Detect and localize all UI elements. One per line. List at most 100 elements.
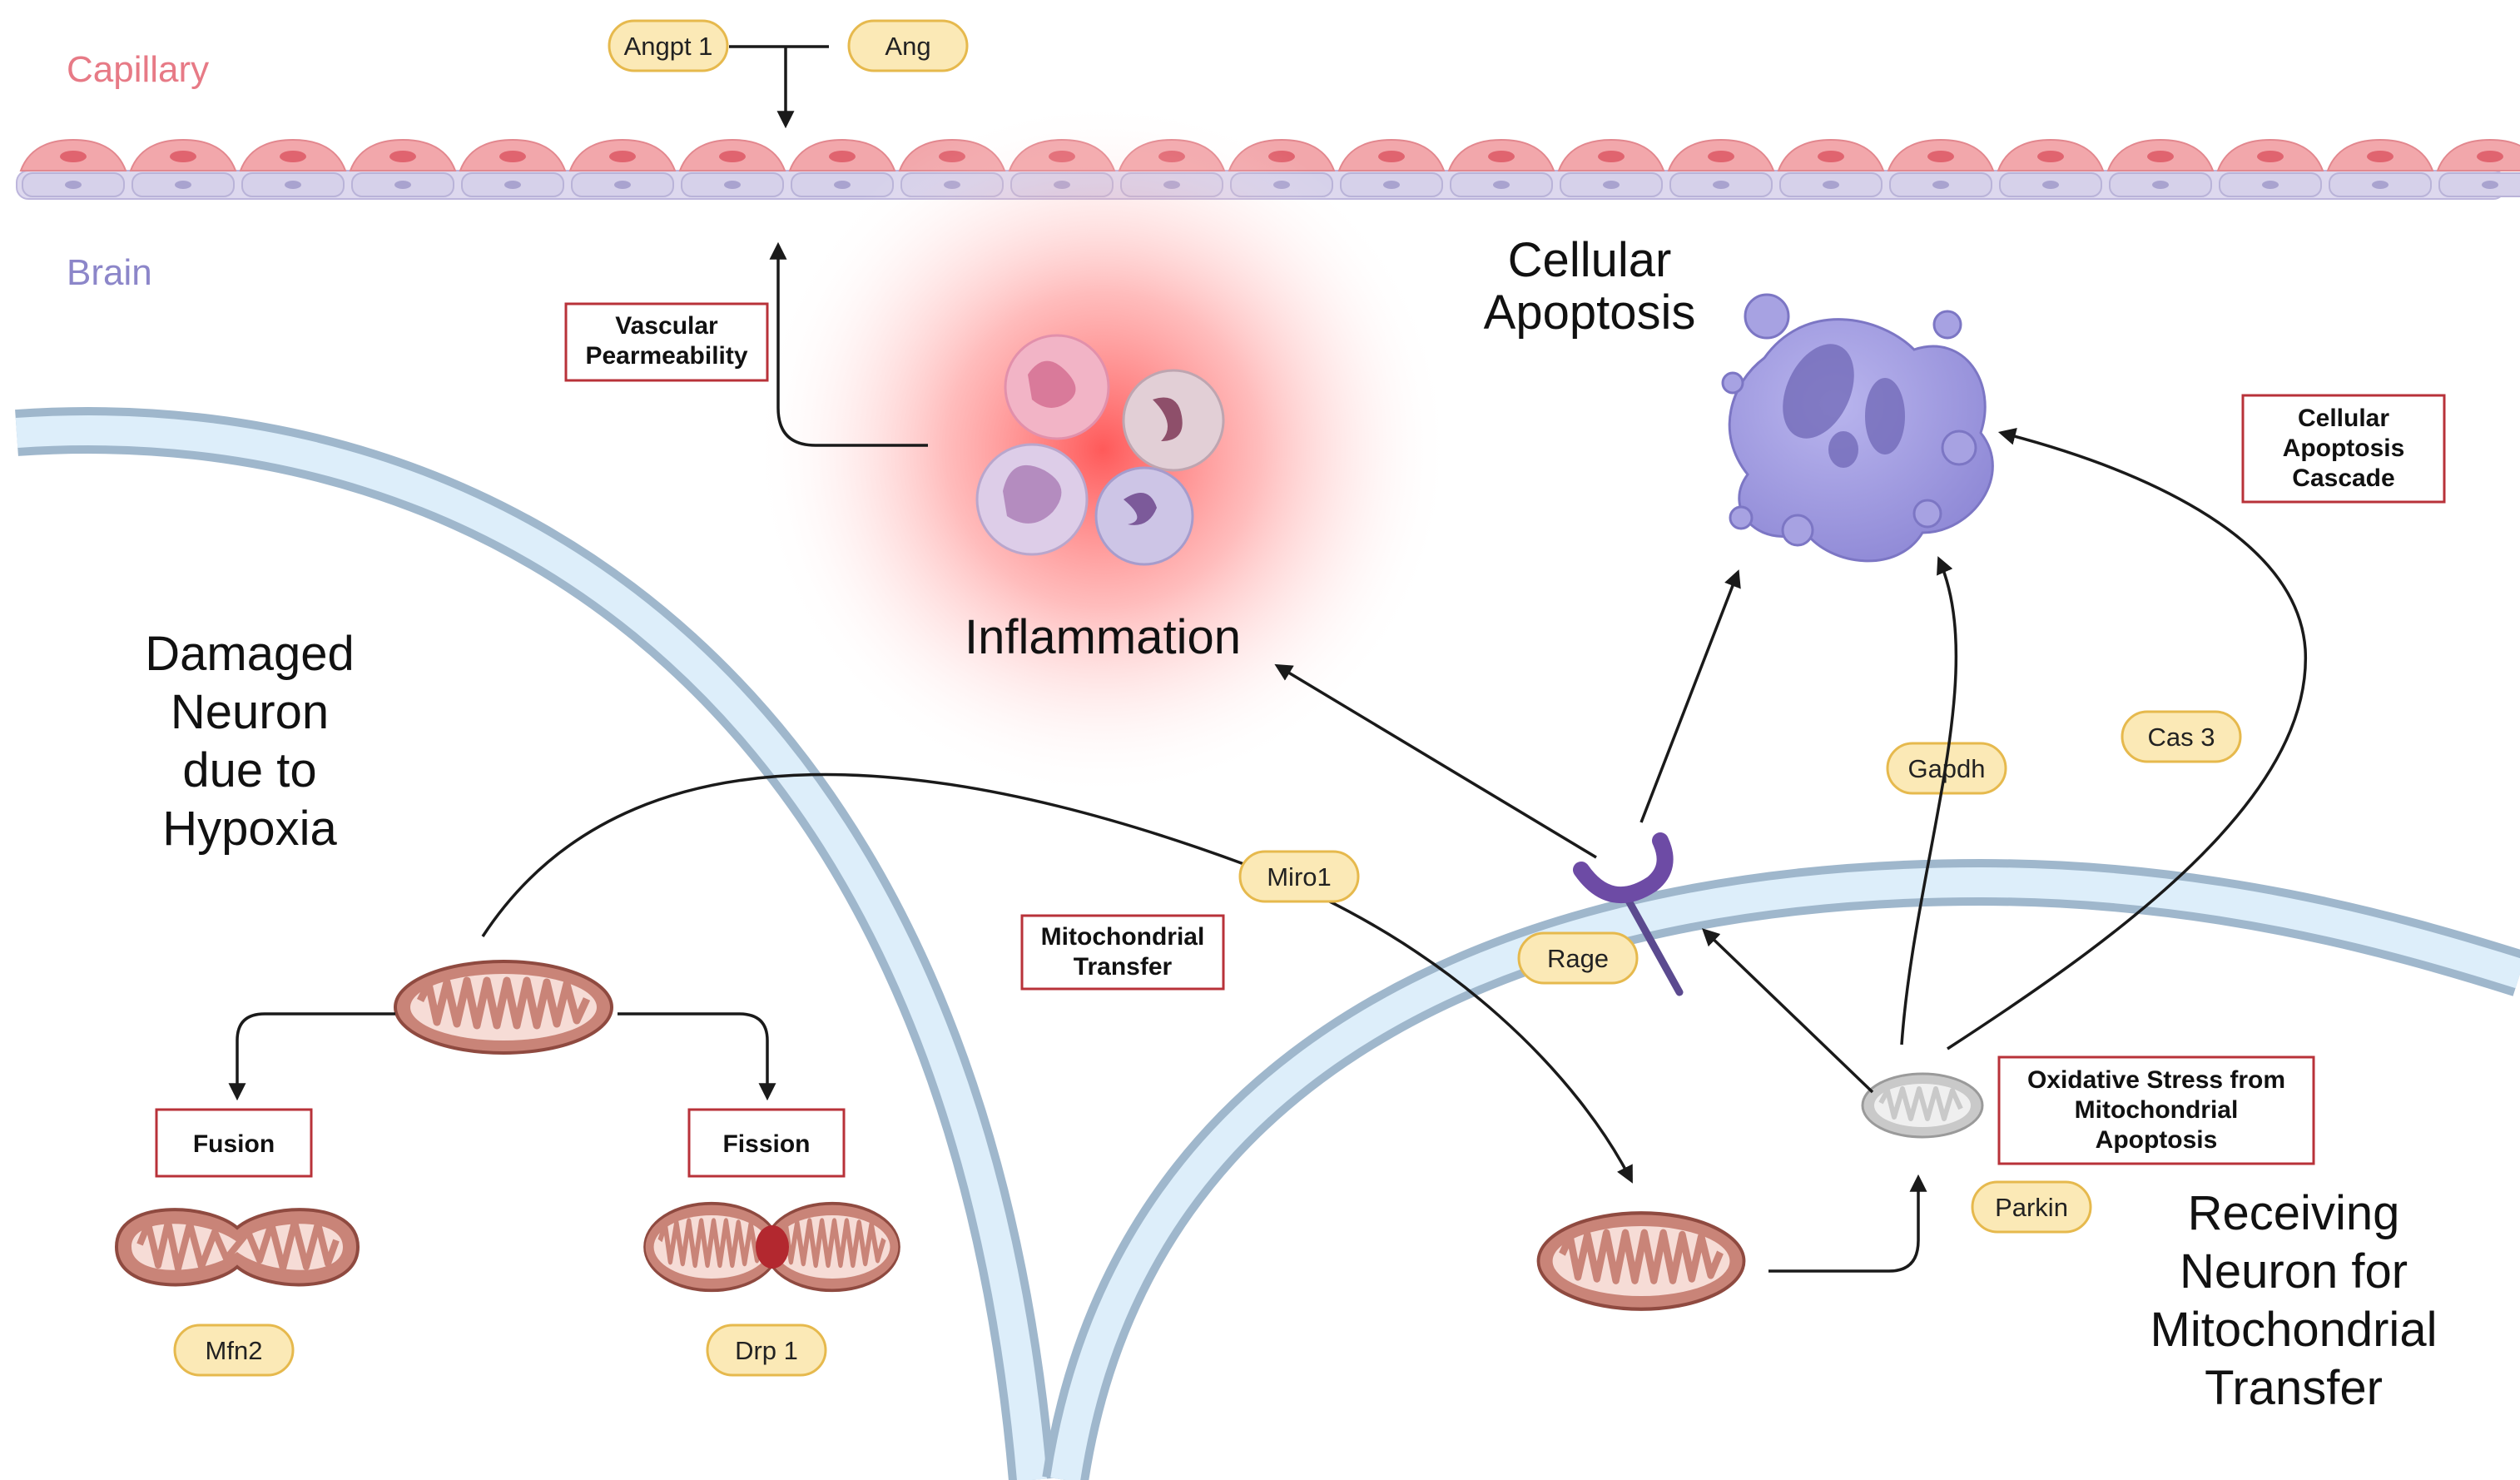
apoptosis-label-line1: Cellular (1508, 233, 1672, 287)
svg-text:Apoptosis: Apoptosis (2283, 435, 2405, 462)
apoptosis-cascade-box: Cellular Apoptosis Cascade (2241, 394, 2446, 504)
svg-text:Cas 3: Cas 3 (2148, 723, 2215, 752)
eosinophil-cell (1094, 466, 1194, 566)
apoptotic-cell (1721, 293, 1994, 563)
damaged-neuron-label-line2: Neuron (171, 685, 329, 739)
brain-cell-nucleus (834, 181, 851, 189)
brain-cell-nucleus (504, 181, 521, 189)
damaged-mitochondrion-grey (1861, 1072, 1984, 1139)
brain-cell-nucleus (724, 181, 741, 189)
damaged-neuron-label-line4: Hypoxia (162, 802, 337, 856)
endothelial-nucleus (1927, 151, 1954, 162)
svg-text:Pearmeability: Pearmeability (585, 342, 747, 370)
endothelial-nucleus (1598, 151, 1625, 162)
oxidative-to-rage-arrow (1701, 928, 1874, 1094)
brain-cell-nucleus (1932, 181, 1949, 189)
receiving-neuron-label-line1: Receiving (2188, 1186, 2400, 1240)
endothelial-nucleus (2147, 151, 2174, 162)
capillary-wall (16, 138, 2520, 200)
brain-cell-nucleus (65, 181, 82, 189)
svg-text:Drp 1: Drp 1 (735, 1336, 798, 1365)
angpt1-pill: Angpt 1 (608, 19, 729, 72)
brain-cell-nucleus (2482, 181, 2498, 189)
capillary-label: Capillary (67, 49, 209, 90)
mitochondrial-transfer-box: Mitochondrial Transfer (1020, 914, 1225, 991)
endothelial-nucleus (1708, 151, 1734, 162)
vascular-permeability-box: Vascular Pearmeability (564, 302, 769, 382)
brain-cell-nucleus (2152, 181, 2169, 189)
immune-cells (975, 334, 1225, 566)
endothelial-nucleus (829, 151, 856, 162)
ang-pill: Ang (847, 19, 969, 72)
mitochondrial-transfer-arrow (481, 772, 1633, 1184)
brain-cell-nucleus (2262, 181, 2279, 189)
transferred-mitochondrion (1539, 1213, 1744, 1309)
brain-label: Brain (67, 252, 152, 293)
svg-text:Ang: Ang (885, 32, 930, 61)
brain-cell-nucleus (614, 181, 631, 189)
receiving-neuron-label-line2: Neuron for (2180, 1244, 2408, 1299)
brain-cell-nucleus (1713, 181, 1729, 189)
svg-text:Transfer: Transfer (1074, 953, 1173, 981)
gapdh-pathway-arrow (1900, 556, 1958, 1045)
damaged-neuron-membrane (15, 407, 1055, 1480)
svg-text:Miro1: Miro1 (1267, 862, 1332, 891)
inflammation-glow (753, 100, 1452, 799)
neutrophil-cell-2 (1122, 369, 1225, 472)
brain-cell-nucleus (285, 181, 301, 189)
brain-cell-nucleus (1493, 181, 1510, 189)
receiving-neuron-label-line3: Mitochondrial (2150, 1303, 2438, 1357)
vascular-permeability-arrow (769, 241, 928, 447)
svg-text:Angpt 1: Angpt 1 (624, 32, 713, 61)
endothelial-nucleus (2037, 151, 2064, 162)
endothelial-nucleus (280, 151, 306, 162)
damaged-neuron-label-line3: due to (182, 743, 316, 797)
endothelial-nucleus (2257, 151, 2284, 162)
endothelial-nucleus (170, 151, 196, 162)
fusion-arrow (228, 1012, 395, 1101)
svg-text:Vascular: Vascular (615, 312, 718, 340)
receiving-neuron-membrane (1042, 858, 2520, 1480)
svg-text:Fusion: Fusion (193, 1130, 275, 1158)
brain-cell-nucleus (394, 181, 411, 189)
endothelial-nucleus (1378, 151, 1405, 162)
brain-cell-nucleus (1383, 181, 1400, 189)
svg-text:Mitochondrial: Mitochondrial (1041, 923, 1205, 951)
apoptosis-label-line2: Apoptosis (1484, 286, 1696, 340)
fused-mitochondrion (114, 1208, 360, 1287)
rage-to-apoptosis-arrow (1639, 569, 1741, 823)
mfn2-pill: Mfn2 (173, 1324, 295, 1377)
inflammation-label: Inflammation (965, 610, 1241, 664)
svg-text:Fission: Fission (722, 1130, 810, 1158)
endothelial-nucleus (1818, 151, 1844, 162)
neutrophil-cell-1 (1004, 334, 1110, 440)
endothelial-nucleus (2367, 151, 2394, 162)
endothelial-nucleus (389, 151, 416, 162)
brain-cell-nucleus (175, 181, 191, 189)
rage-pill: Rage (1517, 931, 1639, 985)
drp1-pill: Drp 1 (706, 1324, 827, 1377)
svg-text:Mfn2: Mfn2 (206, 1336, 263, 1365)
endothelial-nucleus (609, 151, 636, 162)
svg-text:Cellular: Cellular (2298, 405, 2389, 432)
svg-text:Cascade: Cascade (2292, 464, 2394, 492)
svg-text:Apoptosis: Apoptosis (2096, 1126, 2218, 1154)
fission-arrow (618, 1012, 776, 1101)
brain-cell (2438, 172, 2520, 197)
svg-text:Parkin: Parkin (1995, 1193, 2068, 1222)
fusion-box: Fusion (155, 1108, 313, 1178)
endothelial-nucleus (60, 151, 87, 162)
fission-mitochondrion (644, 1204, 899, 1291)
endothelial-nucleus (719, 151, 746, 162)
receiving-neuron-label-line4: Transfer (2205, 1361, 2383, 1415)
endothelial-nucleus (499, 151, 526, 162)
fission-box: Fission (687, 1108, 846, 1178)
monocyte-cell (975, 443, 1089, 556)
rage-receptor (1573, 832, 1684, 996)
cas3-pill: Cas 3 (2121, 710, 2242, 763)
oxidative-stress-box: Oxidative Stress from Mitochondrial Apop… (1997, 1055, 2315, 1165)
miro1-pill: Miro1 (1238, 850, 1360, 903)
mitochondria-to-oxidative-arrow (1768, 1174, 1927, 1273)
svg-text:Mitochondrial: Mitochondrial (2075, 1096, 2239, 1124)
